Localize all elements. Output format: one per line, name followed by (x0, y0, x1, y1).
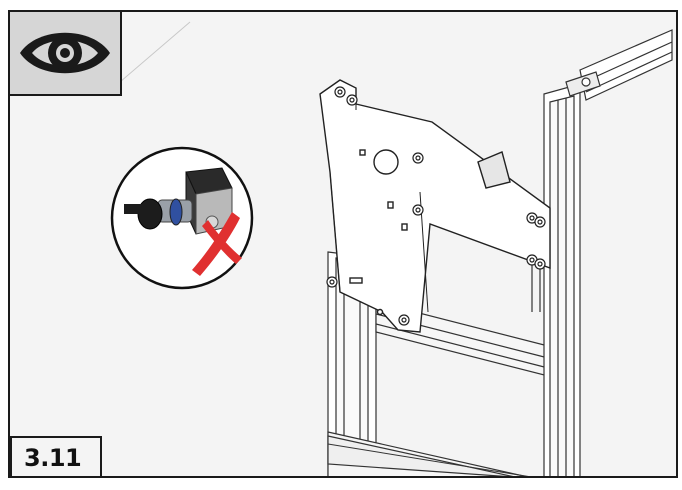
right-post (531, 83, 581, 476)
inspect-icon-box (8, 10, 122, 96)
illustration-frame (8, 10, 678, 478)
assembly-illustration (110, 21, 673, 476)
red-x-icon (192, 212, 242, 276)
step-number: 3.11 (24, 444, 82, 472)
mounting-plate (319, 79, 551, 333)
top-beam (565, 29, 673, 101)
step-number-box: 3.11 (10, 436, 102, 478)
eye-icon (20, 32, 110, 74)
plate-bolts (326, 86, 546, 326)
